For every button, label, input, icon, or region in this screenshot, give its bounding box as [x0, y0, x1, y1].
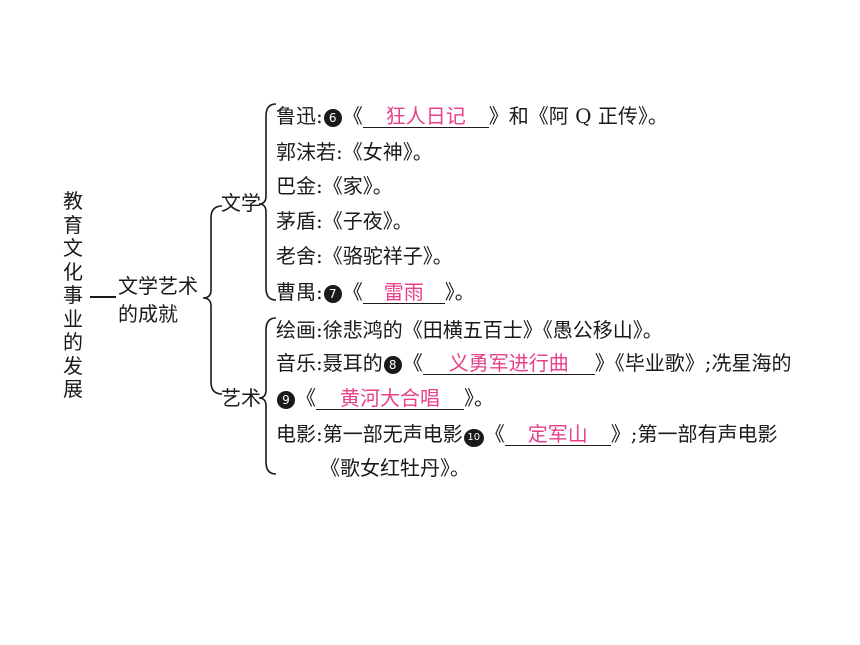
- question-number-7: 7: [323, 285, 342, 303]
- question-number-8: 8: [383, 356, 402, 374]
- item-prefix: 鲁迅:: [276, 104, 323, 128]
- branch-label-line2: 的成就: [118, 302, 178, 326]
- item-prefix: 电影:第一部无声电影: [276, 422, 463, 446]
- art-item-music-cont: 9《黄河大合唱》。: [276, 386, 494, 410]
- literature-item-guomoruo: 郭沫若:《女神》。: [276, 140, 433, 164]
- branch-label: 文学艺术 的成就: [118, 272, 198, 328]
- answer-blank-6: 狂人日记: [362, 105, 489, 128]
- art-item-painting: 绘画:徐悲鸿的《田横五百士》《愚公移山》。: [276, 318, 663, 342]
- literature-item-bajin: 巴金:《家》。: [276, 174, 393, 198]
- answer-blank-10: 定军山: [504, 423, 611, 446]
- main-brace: [202, 205, 223, 395]
- art-brace: [258, 317, 277, 475]
- item-prefix: 曹禺:: [276, 280, 323, 304]
- book-open-mark: 《: [484, 422, 505, 446]
- item-prefix: 音乐:聂耳的: [276, 351, 383, 375]
- art-item-film-cont: 《歌女红牡丹》。: [320, 456, 470, 480]
- item-suffix: 》。: [444, 280, 475, 304]
- answer-blank-9: 黄河大合唱: [316, 387, 464, 410]
- question-number-9: 9: [277, 391, 295, 409]
- item-suffix: 》和《阿 Q 正传》。: [488, 104, 668, 128]
- branch-label-line1: 文学艺术: [118, 274, 198, 298]
- literature-label: 文学: [221, 191, 261, 215]
- question-number-6: 6: [323, 109, 342, 127]
- item-suffix: 》。: [464, 386, 494, 410]
- literature-item-caoyu: 曹禺:7《雷雨》。: [276, 280, 475, 304]
- item-suffix: 》;第一部有声电影: [610, 422, 778, 446]
- book-open-mark: 《: [296, 386, 316, 410]
- book-open-mark: 《: [342, 280, 363, 304]
- root-title: 教育文化事业的发展: [63, 189, 83, 401]
- literature-item-laoshe: 老舍:《骆驼祥子》。: [276, 244, 453, 268]
- book-open-mark: 《: [342, 104, 363, 128]
- question-number-10: 10: [463, 429, 484, 447]
- book-open-mark: 《: [402, 351, 423, 375]
- answer-blank-8: 义勇军进行曲: [422, 352, 595, 375]
- literature-item-maodun: 茅盾:《子夜》。: [276, 209, 413, 233]
- art-label: 艺术: [221, 386, 261, 410]
- literature-item-luxun: 鲁迅:6《狂人日记》和《阿 Q 正传》。: [276, 104, 668, 128]
- answer-blank-7: 雷雨: [362, 281, 445, 304]
- item-middle: 》《毕业歌》;冼星海的: [594, 351, 792, 375]
- connector-line: [90, 296, 116, 298]
- literature-brace: [258, 103, 277, 301]
